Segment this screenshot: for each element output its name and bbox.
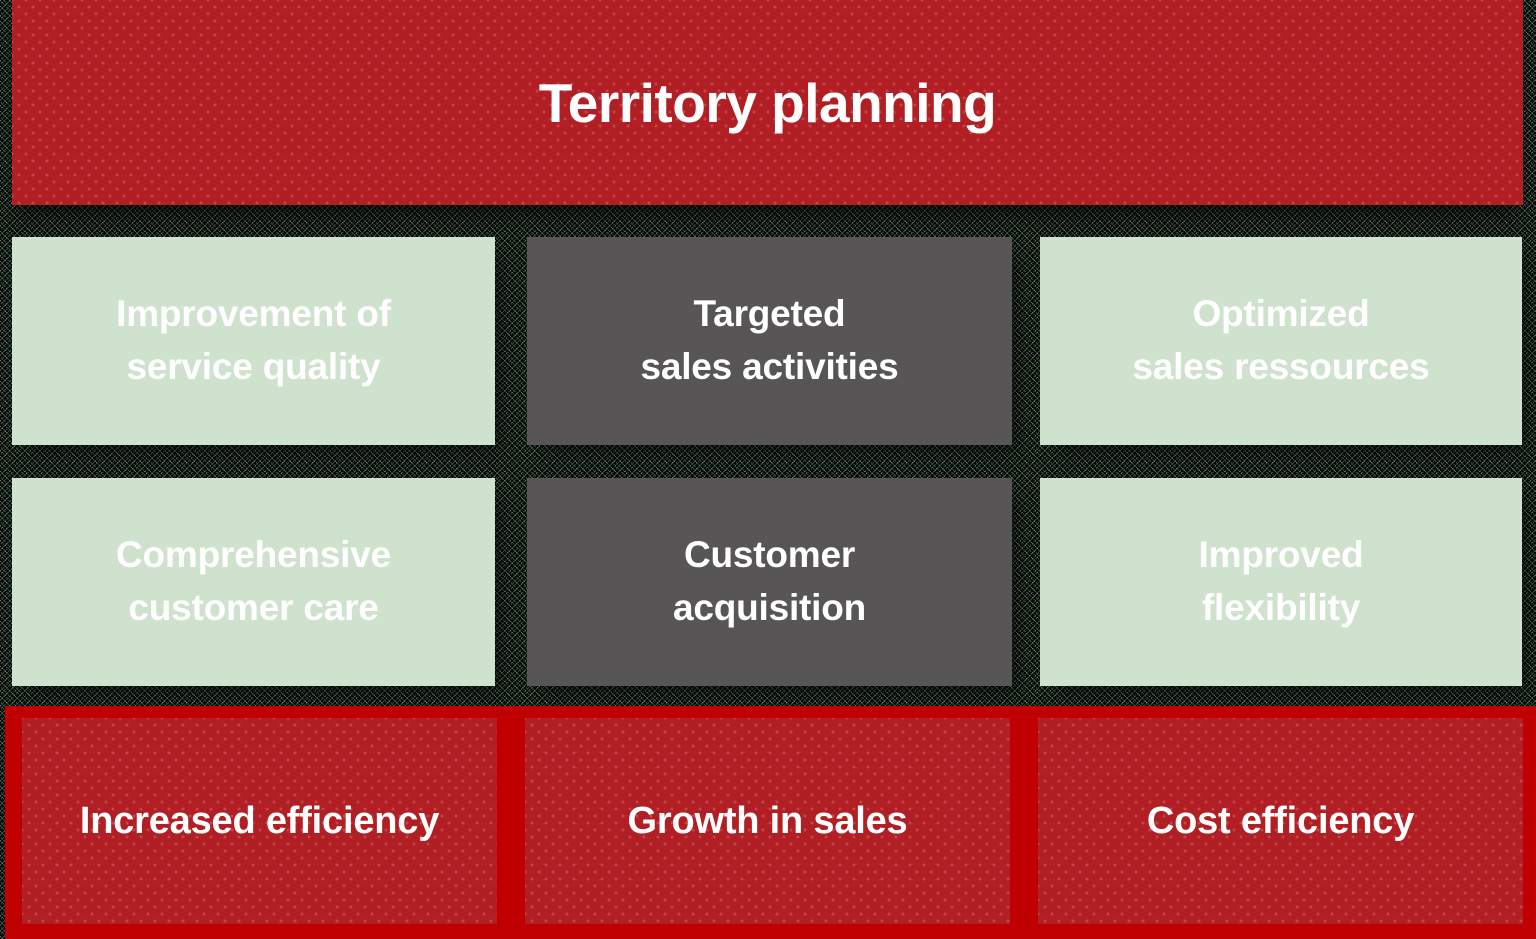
outcome-label-cost-efficiency: Cost efficiency [1146,799,1415,842]
outcome-label-growth-in-sales: Growth in sales [627,799,908,842]
outcome-box-growth-in-sales: Growth in sales [525,718,1010,924]
benefit-label-service-quality: Improvement of service quality [116,293,391,387]
benefit-box-customer-acquisition: Customer acquisition [527,478,1012,686]
benefit-label-optimized-sales-resources: Optimized sales ressources [1132,293,1430,387]
benefit-box-improved-flexibility: Improved flexibility [1040,478,1522,686]
benefit-label-comprehensive-customer-care: Comprehensive customer care [116,534,391,628]
benefit-box-service-quality: Improvement of service quality [12,237,495,445]
title-banner: Territory planning [12,0,1523,205]
benefit-box-optimized-sales-resources: Optimized sales ressources [1040,237,1522,445]
benefit-box-comprehensive-customer-care: Comprehensive customer care [12,478,495,686]
benefit-label-targeted-sales-activities: Targeted sales activities [640,293,899,387]
outcome-box-increased-efficiency: Increased efficiency [22,718,497,924]
benefit-label-customer-acquisition: Customer acquisition [672,534,867,628]
outcomes-band: Increased efficiency Growth in sales Cos… [5,706,1536,939]
benefit-box-targeted-sales-activities: Targeted sales activities [527,237,1012,445]
page-title: Territory planning [538,71,997,134]
benefit-label-improved-flexibility: Improved flexibility [1198,534,1364,628]
outcome-label-increased-efficiency: Increased efficiency [79,799,440,842]
outcome-box-cost-efficiency: Cost efficiency [1038,718,1523,924]
